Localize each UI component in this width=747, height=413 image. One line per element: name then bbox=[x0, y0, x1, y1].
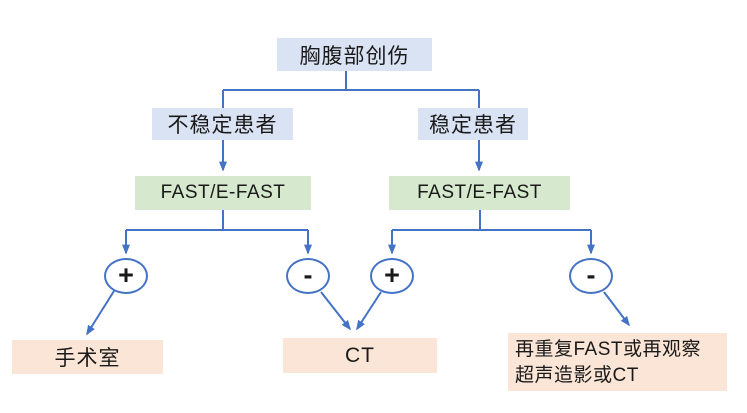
arrow-minus-left-to-ct bbox=[320, 291, 351, 331]
node-unstable-patient: 不稳定患者 bbox=[152, 108, 293, 140]
arrow-minus-right-to-repeat bbox=[603, 291, 630, 327]
connector-fast-left-branch bbox=[126, 210, 308, 231]
node-fast-test-left: FAST/E-FAST bbox=[135, 176, 311, 210]
node-repeat-fast-observe: 再重复FAST或再观察 超声造影或CT bbox=[508, 333, 727, 391]
connector-root-branch bbox=[222, 71, 480, 108]
repeat-line-2: 超声造影或CT bbox=[515, 365, 639, 386]
result-negative-left: - bbox=[286, 258, 330, 294]
node-fast-test-right: FAST/E-FAST bbox=[389, 176, 570, 210]
node-stable-patient: 稳定患者 bbox=[418, 108, 528, 140]
arrow-plus-right-to-ct bbox=[356, 291, 382, 331]
result-positive-right: + bbox=[370, 258, 414, 294]
connector-fast-right-branch bbox=[392, 210, 591, 231]
node-trauma-root: 胸腹部创伤 bbox=[277, 38, 432, 71]
node-operating-room: 手术室 bbox=[12, 340, 163, 374]
result-negative-right: - bbox=[569, 258, 613, 294]
node-ct: CT bbox=[283, 338, 437, 373]
result-positive-left: + bbox=[104, 258, 148, 294]
repeat-line-1: 再重复FAST或再观察 bbox=[515, 339, 702, 360]
arrow-plus-left-to-surgery bbox=[86, 290, 115, 336]
